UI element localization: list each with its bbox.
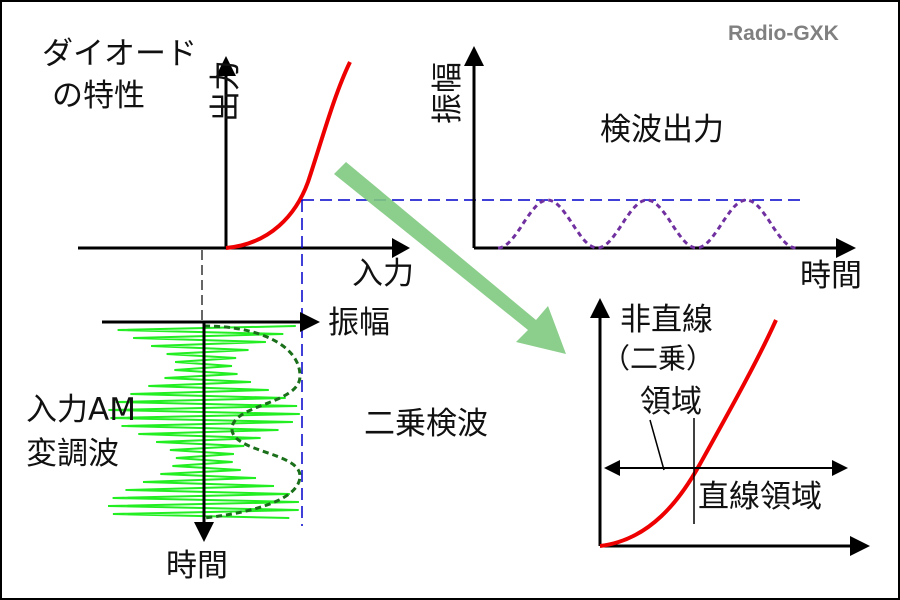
diode-y-arrowhead: [216, 56, 236, 76]
inset-pointer-line: [649, 419, 665, 471]
detected-output: 振幅 検波出力 時間: [430, 46, 862, 294]
input-time-label: 時間: [166, 548, 228, 584]
output-y-arrowhead: [464, 46, 484, 66]
inset-y-arrowhead: [590, 298, 610, 318]
diode-x-arrowhead: [392, 238, 410, 258]
diode-title-line1: ダイオード: [42, 36, 197, 72]
inset-region-arrow-right: [832, 460, 848, 476]
inset-region-line3: 領域: [640, 384, 702, 420]
input-am-wave: 振幅 時間 入力AM 変調波: [26, 305, 390, 584]
brand-label: Radio-GXK: [728, 22, 839, 45]
diode-y-label: 出力: [208, 60, 244, 122]
output-x-label: 時間: [800, 258, 862, 294]
output-x-arrowhead: [836, 238, 856, 258]
inset-curve: [599, 319, 778, 548]
inset-region-line2: （二乗）: [602, 342, 714, 375]
output-title: 検波出力: [600, 112, 724, 148]
diode-title-line2: の特性: [52, 78, 145, 114]
method-label: 二乗検波: [364, 406, 488, 442]
input-name-line1: 入力AM: [26, 392, 136, 428]
input-name-line2: 変調波: [26, 436, 119, 472]
transition-arrow: [334, 162, 566, 354]
diode-characteristic: ダイオード の特性 出力 入力: [42, 36, 414, 292]
diode-curve: [225, 61, 352, 250]
inset-region-arrow-left: [604, 460, 620, 476]
inset-linear-label: 直線領域: [698, 479, 822, 515]
inset-x-arrowhead: [850, 536, 870, 556]
transition-arrow-shape: [334, 162, 566, 354]
inset-region-line1: 非直線: [620, 302, 713, 338]
inset-diagram: 非直線 （二乗） 領域 直線領域: [590, 298, 870, 556]
detected-waveform: [497, 198, 797, 250]
diode-x-label: 入力: [352, 256, 414, 292]
input-amplitude-label: 振幅: [328, 305, 390, 341]
output-y-label: 振幅: [430, 62, 466, 124]
input-time-arrowhead: [194, 522, 214, 542]
input-amplitude-arrowhead: [300, 312, 320, 332]
am-carrier-wave: [107, 325, 300, 519]
